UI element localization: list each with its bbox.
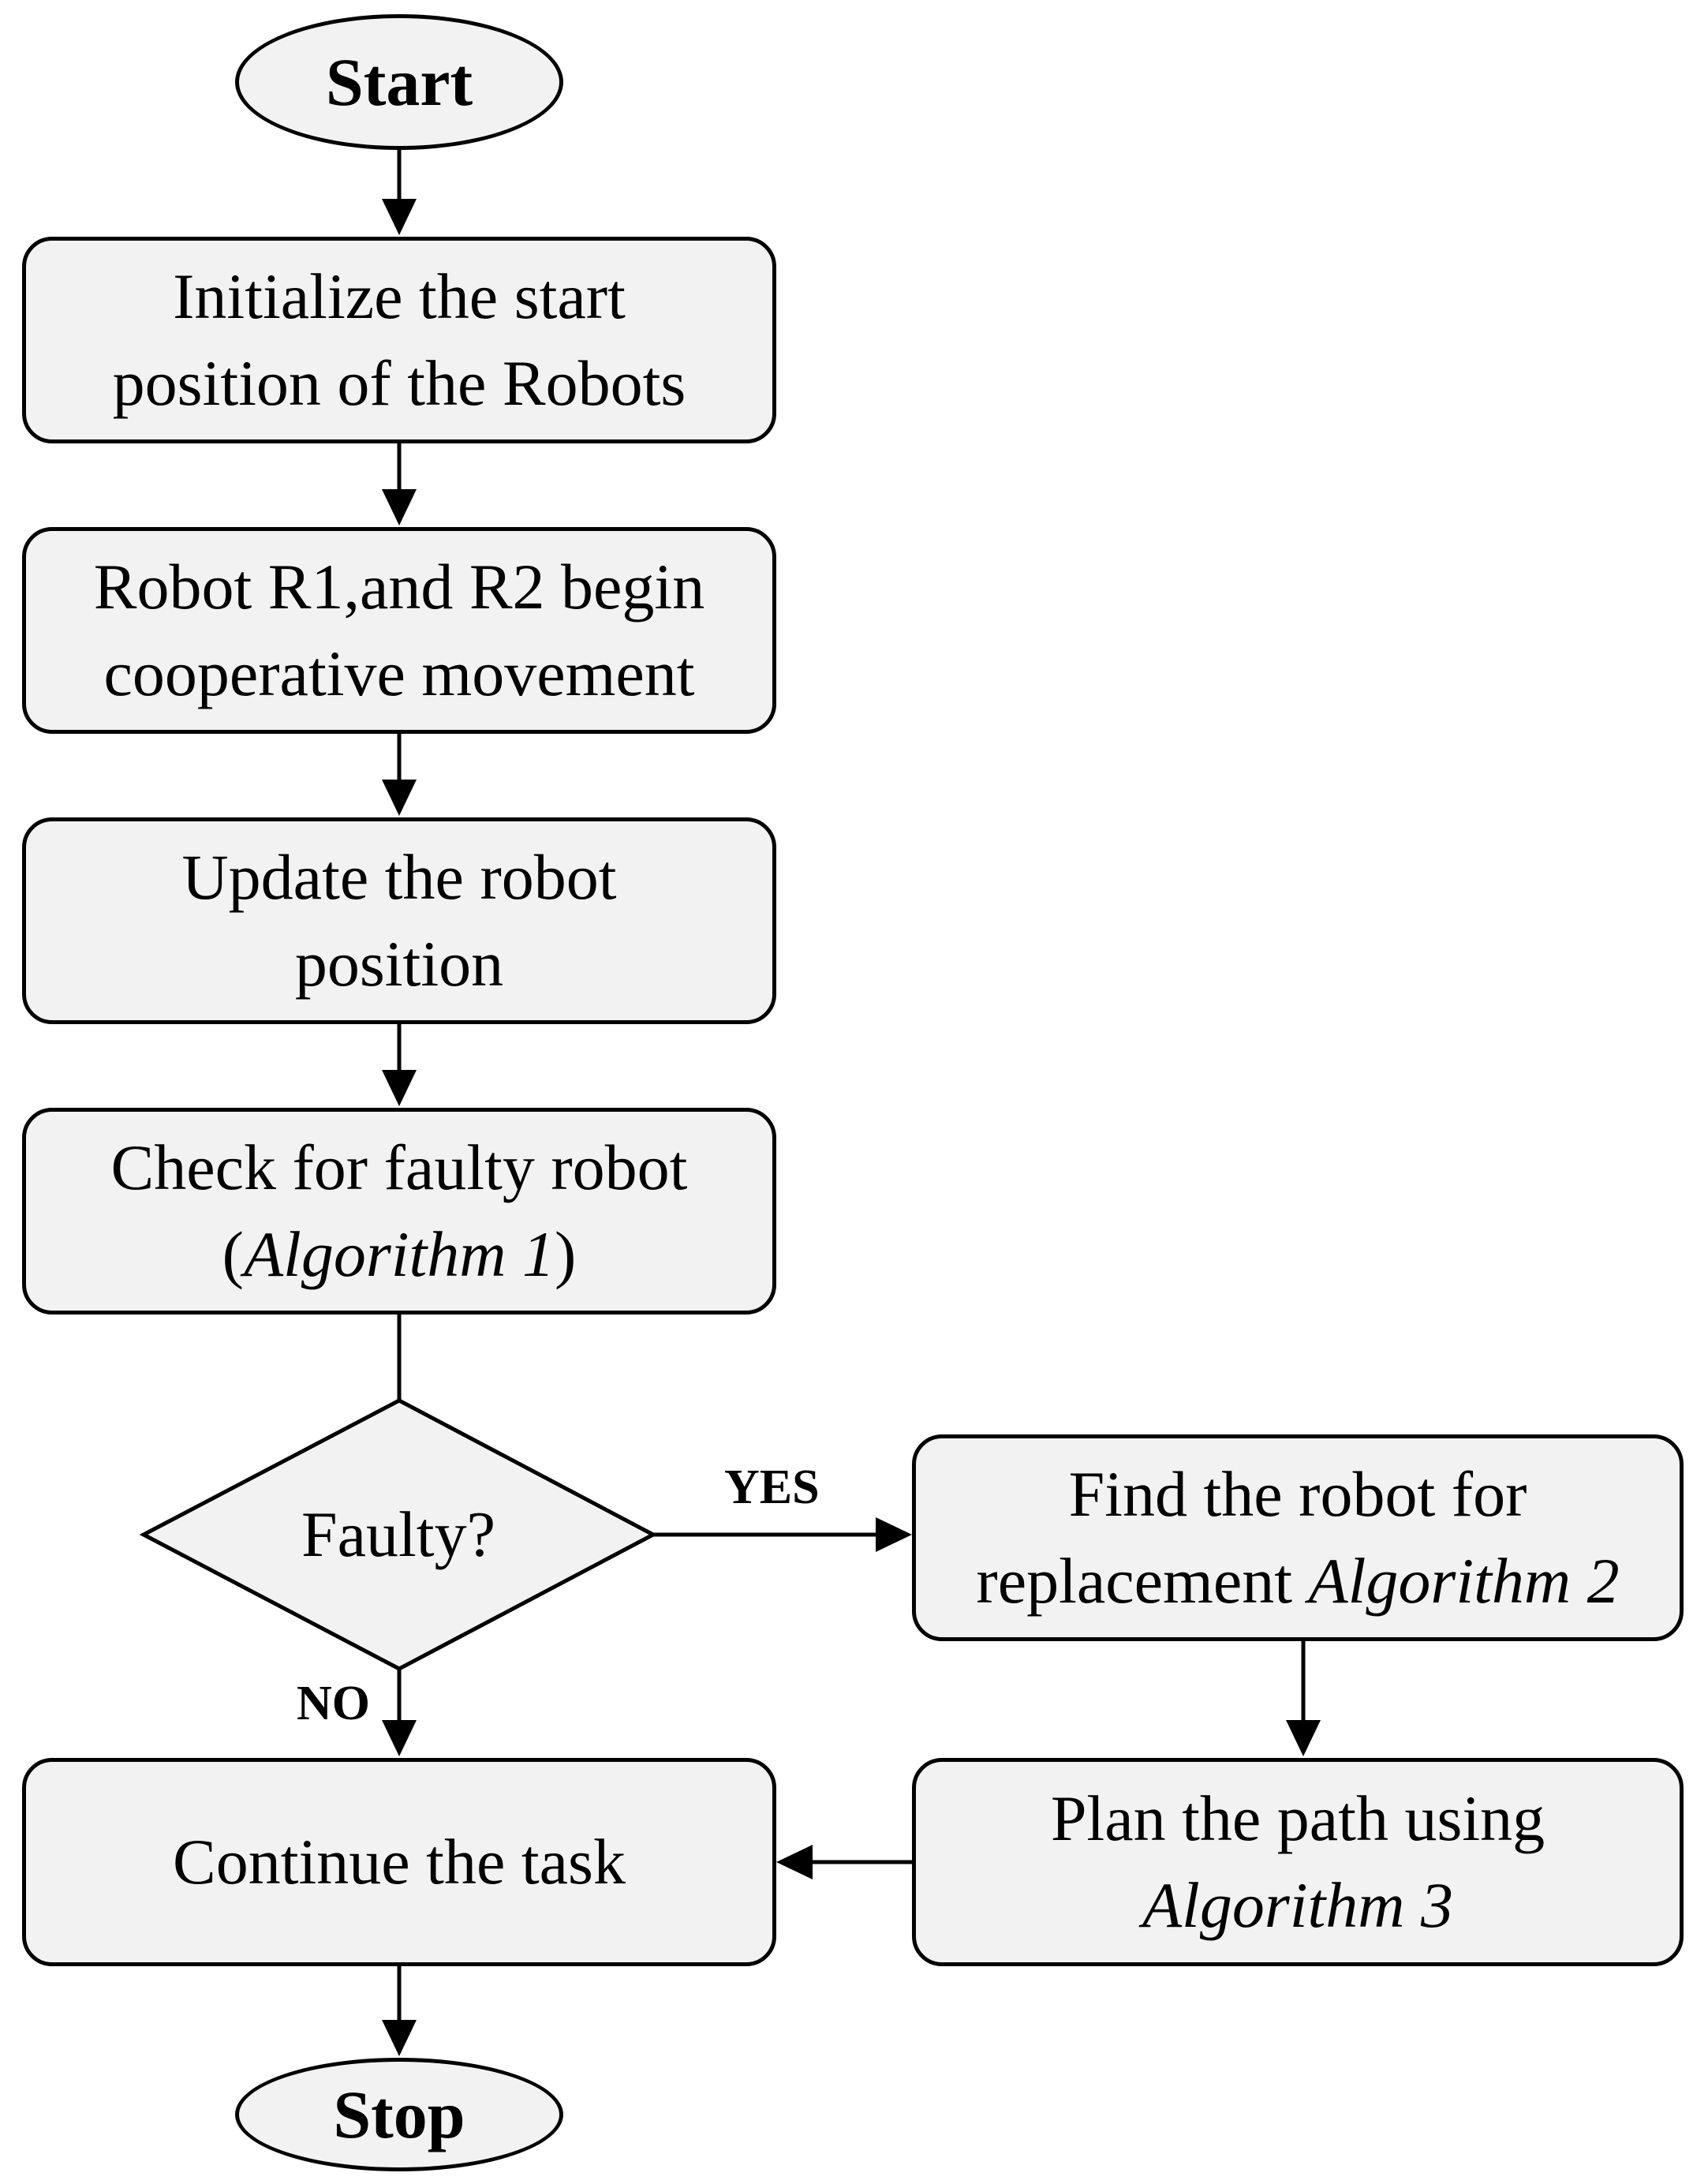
begin-movement-text: Robot R1,and R2 begin cooperative moveme…	[94, 544, 704, 717]
check-faulty-line-2: (Algorithm 1)	[111, 1211, 688, 1298]
check-faulty-text: Check for faulty robot (Algorithm 1)	[111, 1124, 688, 1298]
find-replacement-line-2: replacement Algorithm 2	[976, 1538, 1619, 1625]
yes-label: YES	[724, 1460, 820, 1514]
update-position-node: Update the robot position	[22, 817, 776, 1024]
start-label: Start	[325, 44, 473, 120]
arrow-decision-to-find	[653, 1517, 912, 1552]
check-faulty-line-1: Check for faulty robot	[110, 1131, 688, 1203]
no-label: NO	[297, 1677, 370, 1730]
arrow-continue-to-stop	[382, 1966, 417, 2056]
check-faulty-node: Check for faulty robot (Algorithm 1)	[22, 1108, 776, 1315]
arrow-begin-to-update	[382, 734, 417, 816]
stop-label: Stop	[333, 2077, 465, 2152]
plan-path-algorithm: Algorithm 3	[1142, 1869, 1454, 1941]
plan-path-line-1: Plan the path using	[1050, 1782, 1545, 1854]
begin-movement-line-2: cooperative movement	[103, 638, 695, 709]
initialize-line-2: position of the Robots	[112, 347, 686, 419]
begin-movement-line-1: Robot R1,and R2 begin	[93, 551, 705, 623]
start-node: Start	[235, 14, 563, 150]
initialize-node: Initialize the start position of the Rob…	[22, 237, 776, 443]
arrow-decision-to-continue	[382, 1669, 417, 1756]
find-replacement-algorithm: Algorithm 2	[1308, 1545, 1620, 1617]
arrow-start-to-init	[382, 150, 417, 235]
begin-movement-node: Robot R1,and R2 begin cooperative moveme…	[22, 527, 776, 734]
find-replacement-text: Find the robot for replacement Algorithm…	[976, 1451, 1619, 1625]
decision-label: Faulty?	[301, 1498, 495, 1570]
find-replacement-plain: replacement	[976, 1545, 1309, 1617]
initialize-text: Initialize the start position of the Rob…	[113, 253, 686, 427]
initialize-line-1: Initialize the start	[173, 260, 626, 332]
update-position-text: Update the robot position	[181, 834, 616, 1008]
update-position-line-2: position	[294, 928, 504, 1000]
arrow-plan-to-continue	[776, 1845, 912, 1879]
plan-path-text: Plan the path using Algorithm 3	[1051, 1775, 1545, 1949]
find-replacement-node: Find the robot for replacement Algorithm…	[912, 1434, 1684, 1641]
update-position-line-1: Update the robot	[181, 841, 617, 913]
arrow-init-to-begin	[382, 443, 417, 525]
check-faulty-paren-close: )	[555, 1218, 577, 1290]
check-faulty-algorithm: Algorithm 1	[243, 1218, 555, 1290]
continue-task-label: Continue the task	[173, 1826, 626, 1898]
decision-node: Faulty?	[144, 1401, 653, 1669]
continue-task-node: Continue the task	[22, 1758, 776, 1966]
plan-path-node: Plan the path using Algorithm 3	[912, 1758, 1684, 1966]
check-faulty-paren-open: (	[222, 1218, 244, 1290]
find-replacement-line-1: Find the robot for	[1068, 1458, 1527, 1530]
stop-node: Stop	[235, 2058, 563, 2171]
arrow-find-to-plan	[1286, 1641, 1321, 1756]
arrow-update-to-check	[382, 1024, 417, 1106]
